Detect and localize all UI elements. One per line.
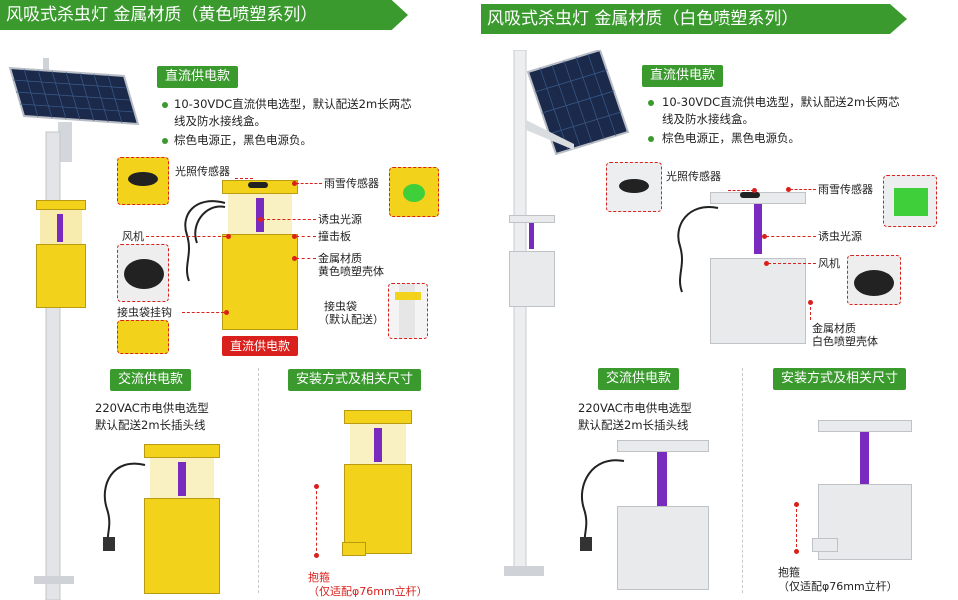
right-dc-tag: 直流供电款 <box>642 65 724 87</box>
left-dot-bag-hook <box>224 310 229 315</box>
left-label-shell-line2: 黄色喷塑壳体 <box>318 265 384 278</box>
left-label-light-sensor: 光照传感器 <box>175 165 230 178</box>
right-label-shell-line1: 金属材质 <box>812 322 856 335</box>
right-hoop-line1: 抱箍 <box>778 566 800 579</box>
right-ac-plug-illustration <box>580 459 625 551</box>
left-inset-rain-sensor <box>389 167 439 217</box>
left-dot-lure <box>258 217 263 222</box>
right-hoop-leader <box>796 504 797 552</box>
right-leader-light <box>728 190 754 191</box>
left-ac-tag: 交流供电款 <box>110 369 192 391</box>
left-dot-hoop-1 <box>314 484 319 489</box>
left-dc-bullet1-line2: 线及防水接线盒。 <box>174 114 266 128</box>
right-inset-light-sensor <box>606 162 662 212</box>
left-label-fan: 风机 <box>122 230 144 243</box>
right-leader-shell <box>810 302 811 320</box>
right-hoop-line2: （仅适配φ76mm立杆） <box>778 580 898 593</box>
left-label-bag-line1: 接虫袋 <box>324 300 357 313</box>
right-dc-cable-illustration <box>677 206 719 293</box>
right-ac-line1: 220VAC市电供电选型 <box>578 401 692 415</box>
left-label-bag-line2: （默认配送） <box>318 313 384 326</box>
left-leader-impact <box>296 236 316 237</box>
right-leader-lure <box>766 236 816 237</box>
left-hoop-line1: 抱箍 <box>308 571 330 584</box>
left-dc-bullet2: 棕色电源正，黑色电源负。 <box>174 133 312 147</box>
right-dot-fan <box>764 261 769 266</box>
right-dc-bullet1-line1: 10-30VDC直流供电选型，默认配送2m长两芯 <box>662 95 900 109</box>
left-install-tag: 安装方式及相关尺寸 <box>288 369 422 391</box>
left-inset-bag <box>388 283 428 339</box>
left-dc-tag: 直流供电款 <box>157 66 239 88</box>
right-label-rain-sensor: 雨雪传感器 <box>818 183 873 196</box>
right-ac-line2: 默认配送2m长插头线 <box>578 418 689 432</box>
left-leader-shell <box>296 258 316 259</box>
right-leader-fan <box>768 263 816 264</box>
right-section-divider <box>742 368 743 593</box>
right-inset-fan <box>847 255 901 305</box>
right-bullet-1 <box>648 100 654 106</box>
left-hoop-line2: （仅适配φ76mm立杆） <box>308 585 428 598</box>
right-dc-bullet1-line2: 线及防水接线盒。 <box>662 112 754 126</box>
right-label-shell-line2: 白色喷塑壳体 <box>812 335 878 348</box>
left-label-shell-line1: 金属材质 <box>318 252 362 265</box>
right-ac-lamp <box>617 440 709 590</box>
right-banner: 风吸式杀虫灯 金属材质（白色喷塑系列） <box>481 4 907 34</box>
left-bullet-2 <box>162 138 168 144</box>
right-dot-light <box>752 188 757 193</box>
right-inset-rain-sensor <box>883 175 937 227</box>
left-leader-light <box>235 178 253 179</box>
right-label-fan: 风机 <box>818 257 840 270</box>
left-dot-rain <box>292 181 297 186</box>
right-bullet-2 <box>648 136 654 142</box>
left-ac-plug-illustration <box>103 462 146 551</box>
right-label-lure-lamp: 诱虫光源 <box>818 230 862 243</box>
left-inset-bag-hook <box>117 320 169 354</box>
left-leader-lure <box>262 219 316 220</box>
left-inset-light-sensor <box>117 157 169 205</box>
left-leader-fan <box>146 236 226 237</box>
right-dot-hoop-1 <box>794 502 799 507</box>
right-dot-lure <box>762 234 767 239</box>
left-install-lamp <box>342 410 412 560</box>
left-dc-red-tag: 直流供电款 <box>222 336 299 356</box>
left-leader-bag-hook <box>182 312 224 313</box>
left-label-impact-plate: 撞击板 <box>318 230 351 243</box>
left-ac-line2: 默认配送2m长插头线 <box>95 418 206 432</box>
right-solar-pole-illustration <box>504 50 630 576</box>
right-dc-bullet2: 棕色电源正，黑色电源负。 <box>662 131 800 145</box>
left-dc-lamp <box>222 180 298 330</box>
left-hoop-leader <box>316 486 317 556</box>
right-dot-shell <box>808 300 813 305</box>
right-install-lamp <box>812 420 912 560</box>
left-dc-cable-illustration <box>184 200 226 282</box>
right-leader-rain <box>790 189 816 190</box>
left-dc-bullet1-line1: 10-30VDC直流供电选型，默认配送2m长两芯 <box>174 97 412 111</box>
left-dot-fan <box>226 234 231 239</box>
left-dot-shell <box>292 256 297 261</box>
right-install-tag: 安装方式及相关尺寸 <box>773 368 907 390</box>
right-label-light-sensor: 光照传感器 <box>666 170 721 183</box>
right-dc-lamp <box>710 192 806 344</box>
left-section-divider <box>258 368 259 593</box>
left-label-rain-sensor: 雨雪传感器 <box>324 177 379 190</box>
left-label-lure-lamp: 诱虫光源 <box>318 213 362 226</box>
left-bullet-1 <box>162 102 168 108</box>
left-dot-impact <box>292 234 297 239</box>
left-ac-line1: 220VAC市电供电选型 <box>95 401 209 415</box>
left-pole-lamp <box>36 200 86 314</box>
right-ac-tag: 交流供电款 <box>598 368 680 390</box>
right-pole-lamp <box>509 215 555 310</box>
left-label-bag-hook: 接虫袋挂钩 <box>117 306 172 319</box>
left-dot-hoop-2 <box>314 553 319 558</box>
left-leader-rain <box>296 183 322 184</box>
left-inset-fan <box>117 244 169 302</box>
right-dot-hoop-2 <box>794 549 799 554</box>
left-ac-lamp <box>144 444 220 594</box>
right-dot-rain <box>786 187 791 192</box>
left-banner: 风吸式杀虫灯 金属材质（黄色喷塑系列） <box>0 0 408 30</box>
